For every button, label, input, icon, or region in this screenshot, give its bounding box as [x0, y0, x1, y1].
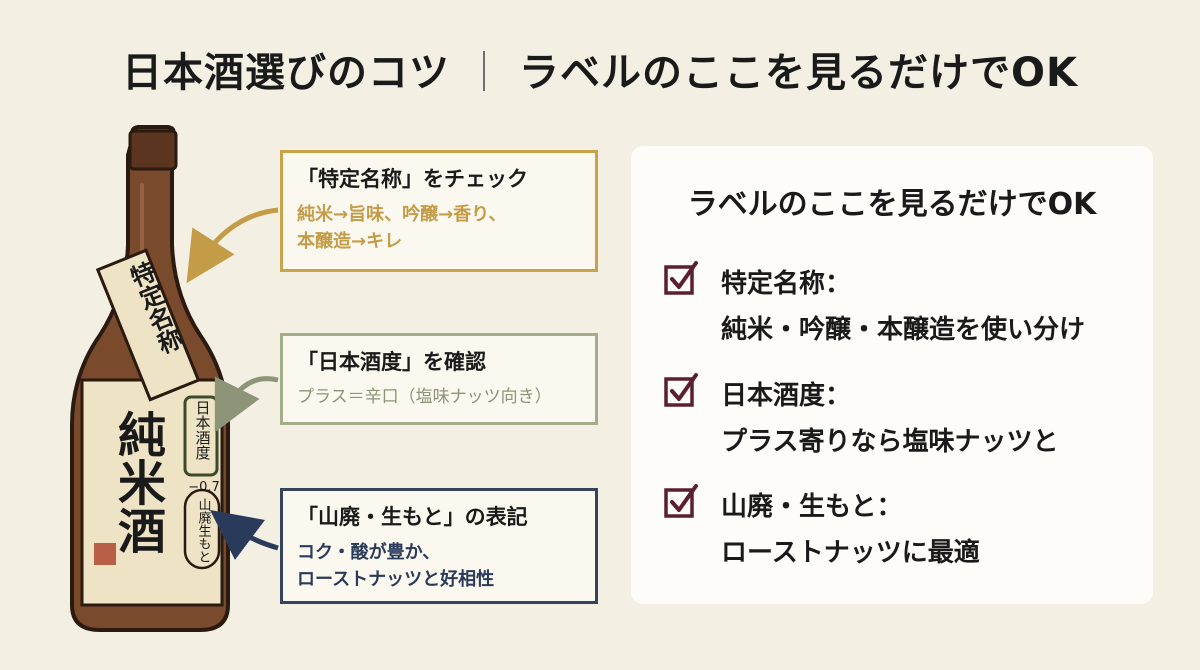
card-title: ラベルのここを見るだけでOK — [687, 187, 1097, 222]
smv-value: −0.7 — [188, 480, 220, 495]
item-detail: プラス寄りなら塩味ナッツと — [721, 427, 1059, 457]
smv-box-text: 日本酒度 — [193, 400, 212, 460]
item-detail: ローストナッツに最適 — [721, 538, 980, 568]
title-left: 日本酒選びのコツ — [122, 50, 450, 96]
callout-body-line2: ローストナッツと好相性 — [297, 569, 495, 590]
callout-body-line2: 本醸造→キレ — [297, 231, 403, 252]
summary-card: ラベルのここを見るだけでOK 特定名称： 純米・吟醸・本醸造を使い分け 日本酒度… — [631, 146, 1153, 604]
callout-heading: 「特定名称」をチェック — [297, 167, 528, 191]
callout-tokutei: 「特定名称」をチェック 純米→旨味、吟醸→香り、 本醸造→キレ — [280, 150, 598, 272]
red-seal — [94, 543, 116, 565]
checkbox-checked-icon — [664, 484, 698, 518]
item-detail: 純米・吟醸・本醸造を使い分け — [721, 315, 1086, 345]
callout-body-line1: コク・酸が豊か、 — [297, 542, 441, 563]
callout-body-line1: プラス＝辛口（塩味ナッツ向き） — [297, 387, 552, 407]
item-heading: 特定名称： — [721, 269, 852, 299]
smv-box — [183, 395, 219, 477]
item-heading: 日本酒度： — [721, 381, 852, 411]
title-right: ラベルのここを見るだけでOK — [519, 50, 1078, 96]
callout-heading: 「山廃・生もと」の表記 — [297, 505, 528, 529]
checkbox-checked-icon — [664, 261, 698, 295]
callout-method: 「山廃・生もと」の表記 コク・酸が豊か、 ローストナッツと好相性 — [280, 488, 598, 604]
item-heading: 山廃・生もと： — [721, 492, 903, 522]
checkbox-checked-icon — [664, 373, 698, 407]
page-title: 日本酒選びのコツ ｜ ラベルのここを見るだけでOK — [0, 40, 1200, 98]
callout-smv: 「日本酒度」を確認 プラス＝辛口（塩味ナッツ向き） — [280, 333, 598, 425]
arrow-tokutei — [186, 207, 279, 284]
arrow-method — [209, 510, 279, 560]
title-separator: ｜ — [464, 50, 505, 96]
sake-bottle-illustration — [70, 125, 230, 632]
shoulder-label — [95, 248, 201, 402]
method-label-text: 山廃生もと — [195, 497, 211, 563]
callout-body-line1: 純米→旨味、吟醸→香り、 — [297, 204, 507, 225]
arrow-smv — [214, 376, 279, 433]
callout-heading: 「日本酒度」を確認 — [297, 350, 486, 374]
main-label-text: 純米酒 — [109, 410, 165, 554]
bottle-cap — [128, 129, 178, 171]
